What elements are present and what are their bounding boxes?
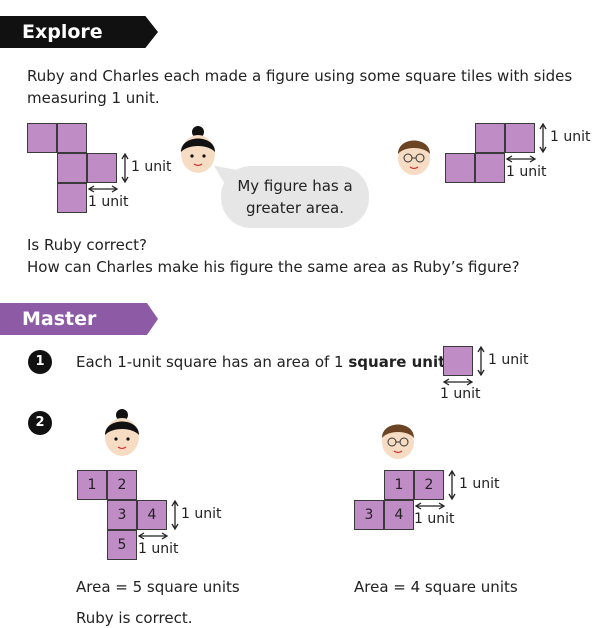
tile xyxy=(445,153,475,183)
horizontal-unit-arrow-icon xyxy=(414,502,446,510)
tile-3: 3 xyxy=(107,500,137,530)
tile-1: 1 xyxy=(384,470,414,500)
charles-master-vertical-label: 1 unit xyxy=(459,476,500,492)
tile-3: 3 xyxy=(354,500,384,530)
step1-text: Each 1-unit square has an area of 1 squa… xyxy=(76,352,450,372)
speech-bubble: My figure has a greater area. xyxy=(221,166,369,228)
ruby-area-text: Area = 5 square units xyxy=(76,578,240,596)
horizontal-unit-arrow-icon xyxy=(137,532,169,540)
charles-master-horizontal-label: 1 unit xyxy=(414,511,455,527)
tile xyxy=(57,123,87,153)
explore-question2: How can Charles make his figure the same… xyxy=(27,258,520,276)
unit-square-horizontal-label: 1 unit xyxy=(440,386,481,402)
explore-banner: Explore xyxy=(0,16,158,48)
charles-avatar xyxy=(382,424,414,459)
charles-horizontal-unit-label: 1 unit xyxy=(506,164,547,180)
step-number-1: 1 xyxy=(28,350,52,374)
horizontal-unit-arrow-icon xyxy=(87,185,119,193)
tile xyxy=(87,153,117,183)
ruby-avatar xyxy=(105,409,139,456)
tile-4: 4 xyxy=(384,500,414,530)
ruby-avatar xyxy=(181,126,215,173)
charles-avatar xyxy=(398,140,430,175)
tile xyxy=(475,153,505,183)
explore-question1: Is Ruby correct? xyxy=(27,236,147,254)
tile-4: 4 xyxy=(137,500,167,530)
explore-intro-line1: Ruby and Charles each made a figure usin… xyxy=(27,67,573,85)
step-number-2: 2 xyxy=(28,411,52,435)
tile xyxy=(57,183,87,213)
charles-area-text: Area = 4 square units xyxy=(354,578,518,596)
tile xyxy=(505,123,535,153)
tile-2: 2 xyxy=(414,470,444,500)
horizontal-unit-arrow-icon xyxy=(505,155,537,163)
explore-intro-line2: measuring 1 unit. xyxy=(27,89,160,107)
unit-square-vertical-label: 1 unit xyxy=(488,352,529,368)
step1-text-before: Each 1-unit square has an area of 1 xyxy=(76,353,349,371)
horizontal-unit-arrow-icon xyxy=(442,378,474,386)
ruby-vertical-unit-label: 1 unit xyxy=(131,159,172,175)
tile xyxy=(475,123,505,153)
ruby-master-horizontal-label: 1 unit xyxy=(138,541,179,557)
vertical-unit-arrow-icon xyxy=(477,345,485,377)
unit-square-tile xyxy=(443,346,473,376)
ruby-horizontal-unit-label: 1 unit xyxy=(88,194,129,210)
vertical-unit-arrow-icon xyxy=(448,469,456,501)
tile-2: 2 xyxy=(107,470,137,500)
vertical-unit-arrow-icon xyxy=(121,152,129,184)
tile-1: 1 xyxy=(77,470,107,500)
tile xyxy=(27,123,57,153)
vertical-unit-arrow-icon xyxy=(171,499,179,531)
ruby-master-vertical-label: 1 unit xyxy=(181,506,222,522)
charles-vertical-unit-label: 1 unit xyxy=(550,129,591,145)
tile xyxy=(57,153,87,183)
master-banner-label: Master xyxy=(22,308,97,330)
speech-text: My figure has a greater area. xyxy=(237,177,353,217)
tile-5: 5 xyxy=(107,530,137,560)
master-banner: Master xyxy=(0,303,158,335)
step1-text-bold: square unit xyxy=(348,353,446,371)
conclusion-text: Ruby is correct. xyxy=(76,609,193,627)
explore-banner-label: Explore xyxy=(22,21,103,43)
vertical-unit-arrow-icon xyxy=(539,122,547,154)
